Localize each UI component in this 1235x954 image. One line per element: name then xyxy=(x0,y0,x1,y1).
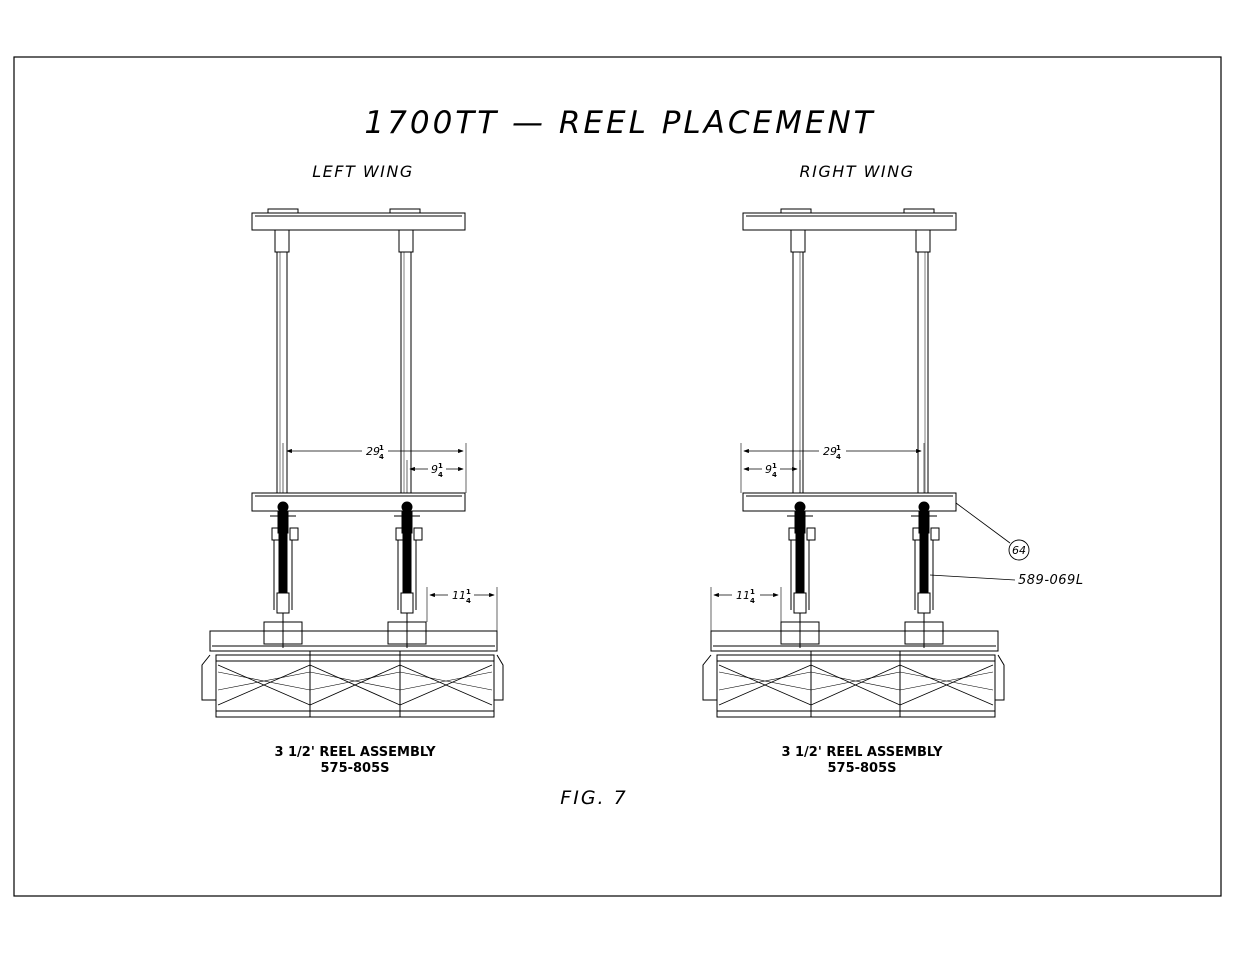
right-top-frame xyxy=(742,212,957,231)
right-dim-29: 29 1 4 xyxy=(823,444,841,461)
left-dim-29-num: 1 xyxy=(379,444,384,452)
figure-label: FIG. 7 xyxy=(560,787,627,809)
left-dim-9-den: 4 xyxy=(438,471,443,479)
right-spring-assembly-2 xyxy=(911,501,940,648)
left-top-frame xyxy=(251,212,466,231)
right-dim-11-whole: 11 xyxy=(736,589,750,602)
right-dim-9-whole: 9 xyxy=(765,463,772,476)
left-assembly-name: 3 1/2' REEL ASSEMBLY xyxy=(274,745,436,760)
left-dim-11-num: 1 xyxy=(466,588,471,596)
right-wing-heading: RIGHT WING xyxy=(799,162,914,181)
right-tube-cap-1 xyxy=(790,229,806,253)
left-reel-cylinder xyxy=(215,654,495,718)
left-spring-assembly-2 xyxy=(394,501,423,648)
left-wing-assembly xyxy=(201,208,504,718)
callout-64-leader xyxy=(955,502,1011,544)
right-dim-11-num: 1 xyxy=(750,588,755,596)
left-dim-9-num: 1 xyxy=(438,462,443,470)
left-dim-9-whole: 9 xyxy=(431,463,438,476)
right-reel-housing xyxy=(710,630,999,652)
left-lower-frame xyxy=(251,492,466,512)
right-dim-29-num: 1 xyxy=(836,444,841,452)
drawing-title: 1700TT — REEL PLACEMENT xyxy=(364,105,875,141)
right-dim-11: 11 1 4 xyxy=(736,588,755,605)
left-tube-cap-2 xyxy=(398,229,414,253)
sheet-border xyxy=(13,56,1222,897)
left-reel-housing xyxy=(209,630,498,652)
left-dim-11-den: 4 xyxy=(466,597,471,605)
left-dim-11-whole: 11 xyxy=(452,589,466,602)
left-dim-9: 9 1 4 xyxy=(431,462,443,479)
right-dim-9: 9 1 4 xyxy=(765,462,777,479)
left-tube-cap-1 xyxy=(274,229,290,253)
callout-64-bubble xyxy=(1008,539,1030,561)
callout-64-label: 64 xyxy=(1012,544,1026,557)
left-dim-29-den: 4 xyxy=(379,453,384,461)
left-dim-11: 11 1 4 xyxy=(452,588,471,605)
spring-part-leader xyxy=(929,574,1016,581)
spring-part-label: 589-069L xyxy=(1018,573,1084,588)
left-wing-heading: LEFT WING xyxy=(312,162,414,181)
right-dim-29-whole: 29 xyxy=(823,445,837,458)
left-spring-assembly-1 xyxy=(270,501,299,648)
right-lower-frame xyxy=(742,492,957,512)
left-dim-29-whole: 29 xyxy=(366,445,380,458)
left-assembly-part: 575-805S xyxy=(320,761,389,776)
left-dim-29: 29 1 4 xyxy=(366,444,384,461)
right-assembly-part: 575-805S xyxy=(827,761,896,776)
right-dim-29-den: 4 xyxy=(836,453,841,461)
right-dim-9-den: 4 xyxy=(772,471,777,479)
right-tube-cap-2 xyxy=(915,229,931,253)
right-dim-9-num: 1 xyxy=(772,462,777,470)
right-spring-assembly-1 xyxy=(787,501,816,648)
right-wing-assembly xyxy=(702,208,1030,718)
right-reel-cylinder xyxy=(716,654,996,718)
right-dim-11-den: 4 xyxy=(750,597,755,605)
right-assembly-name: 3 1/2' REEL ASSEMBLY xyxy=(781,745,943,760)
